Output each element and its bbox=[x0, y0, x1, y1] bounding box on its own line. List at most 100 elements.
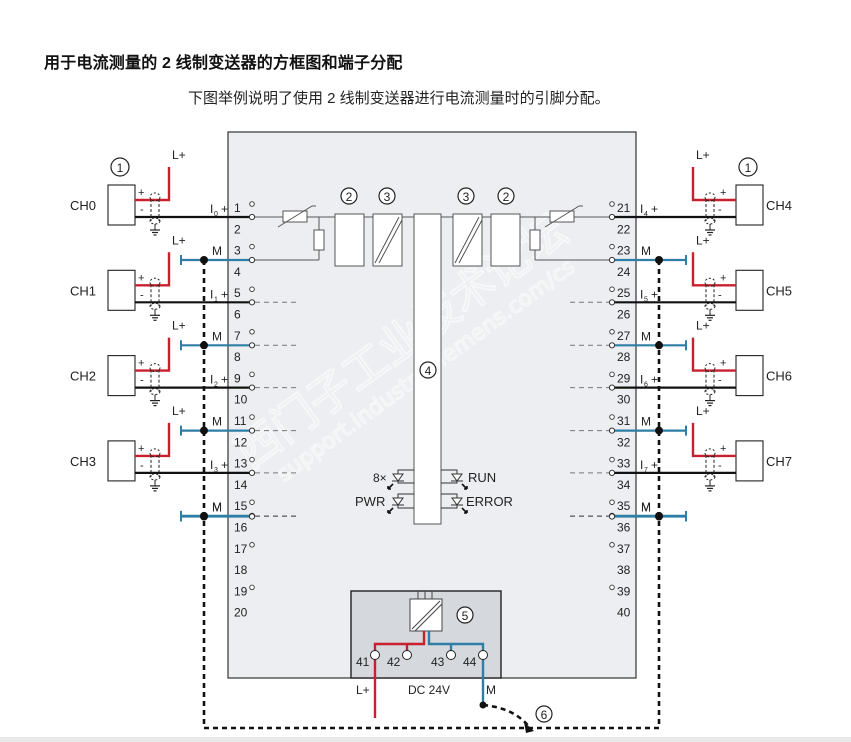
terminal-label-36: 36 bbox=[617, 521, 631, 535]
signal-label: I bbox=[210, 373, 213, 387]
m-junction-psu bbox=[479, 701, 487, 709]
psu-terminals bbox=[370, 650, 488, 660]
psu-wiring bbox=[373, 631, 485, 718]
ground-icon bbox=[705, 394, 715, 407]
signal-plus: + bbox=[651, 202, 658, 216]
terminal-point-5 bbox=[249, 286, 255, 292]
lplus-label: L+ bbox=[696, 319, 710, 333]
terminal-point-19 bbox=[249, 584, 255, 591]
terminal-label-1: 1 bbox=[234, 201, 241, 215]
callout-3-right: 3 bbox=[457, 187, 475, 205]
lplus-label: L+ bbox=[172, 404, 186, 418]
terminal-label-28: 28 bbox=[617, 350, 631, 364]
plus-label: + bbox=[138, 443, 144, 455]
lplus-label: L+ bbox=[172, 233, 186, 247]
m-label: M bbox=[212, 500, 222, 514]
right-shunt-resistor bbox=[529, 229, 541, 251]
led-channel-label: 8× bbox=[373, 471, 387, 485]
ground-icon bbox=[150, 309, 160, 321]
terminal-point-35 bbox=[609, 499, 615, 505]
terminal-label-30: 30 bbox=[617, 393, 631, 407]
equipotential-arrow bbox=[524, 722, 534, 733]
terminal-label-37: 37 bbox=[617, 542, 631, 556]
ground-icon bbox=[705, 309, 715, 321]
terminal-label-26: 26 bbox=[617, 308, 631, 322]
channel-name: CH5 bbox=[766, 283, 792, 298]
lplus-wire bbox=[135, 167, 171, 202]
terminal-point-17 bbox=[249, 542, 255, 548]
lplus-wire bbox=[135, 337, 171, 372]
minus-label: - bbox=[718, 204, 722, 216]
left-input-chain bbox=[252, 205, 414, 267]
terminal-point-11 bbox=[249, 414, 255, 420]
terminal-label-34: 34 bbox=[617, 478, 631, 492]
led-pwr-label: PWR bbox=[355, 494, 385, 509]
lplus-label: L+ bbox=[172, 319, 186, 333]
page-title: 用于电流测量的 2 线制变送器的方框图和端子分配 bbox=[44, 55, 403, 72]
terminal-label-23: 23 bbox=[617, 244, 631, 258]
signal-plus: + bbox=[221, 287, 228, 301]
psu-terminal-44: 44 bbox=[463, 655, 477, 669]
minus-label: - bbox=[718, 289, 722, 301]
terminal-label-14: 14 bbox=[234, 478, 248, 492]
signal-subscript: 3 bbox=[214, 467, 218, 474]
callout-5: 5 bbox=[456, 606, 474, 624]
callout-6: 6 bbox=[535, 705, 553, 723]
callout-1-right: 1 bbox=[738, 157, 758, 177]
terminal-label-29: 29 bbox=[617, 371, 631, 385]
minus-label: - bbox=[140, 375, 144, 387]
terminal-label-31: 31 bbox=[617, 414, 631, 428]
equipotential-bonding bbox=[202, 260, 661, 730]
lplus-wire bbox=[691, 422, 736, 458]
terminal-label-40: 40 bbox=[617, 606, 631, 620]
svg-text:6: 6 bbox=[541, 708, 548, 722]
terminal-label-16: 16 bbox=[234, 521, 248, 535]
lplus-label: L+ bbox=[696, 148, 710, 162]
right-block-2 bbox=[490, 213, 521, 267]
channel-name: CH1 bbox=[70, 283, 96, 298]
terminal-point-9 bbox=[249, 371, 255, 378]
terminal-label-4: 4 bbox=[234, 265, 241, 279]
psu-terminal-43: 43 bbox=[431, 655, 445, 669]
m-wire-right-last: M bbox=[570, 501, 687, 522]
m-label: M bbox=[641, 329, 651, 343]
terminal-label-13: 13 bbox=[234, 457, 248, 471]
callout-3-left: 3 bbox=[378, 187, 396, 205]
lplus-label: L+ bbox=[696, 233, 710, 247]
terminal-label-3: 3 bbox=[234, 244, 241, 258]
signal-subscript: 7 bbox=[644, 467, 648, 474]
ground-icon bbox=[150, 224, 160, 236]
channel-name: CH3 bbox=[70, 454, 96, 469]
signal-label: I bbox=[640, 202, 643, 216]
signal-plus: + bbox=[221, 202, 228, 216]
plus-label: + bbox=[138, 358, 144, 370]
terminal-point-27 bbox=[609, 329, 615, 335]
terminal-point-39 bbox=[609, 584, 615, 591]
signal-label: I bbox=[640, 373, 643, 387]
m-label: M bbox=[212, 244, 222, 258]
psu-converter bbox=[409, 591, 443, 632]
plus-label: + bbox=[138, 187, 144, 199]
minus-label: - bbox=[718, 375, 722, 387]
terminal-point-31 bbox=[609, 414, 615, 420]
psu-voltage-label: DC 24V bbox=[408, 683, 450, 697]
psu-m-label: M bbox=[486, 683, 496, 697]
terminal-label-32: 32 bbox=[617, 435, 631, 449]
svg-text:2: 2 bbox=[346, 190, 353, 204]
terminal-label-11: 11 bbox=[234, 414, 247, 428]
signal-subscript: 5 bbox=[644, 296, 648, 303]
transmitter-box bbox=[107, 355, 136, 397]
svg-text:3: 3 bbox=[463, 190, 470, 204]
terminal-label-24: 24 bbox=[617, 265, 631, 279]
signal-label: I bbox=[210, 287, 213, 301]
terminal-label-8: 8 bbox=[234, 350, 241, 364]
transmitter-box bbox=[735, 184, 764, 226]
plus-label: + bbox=[720, 187, 726, 199]
minus-label: - bbox=[140, 289, 144, 301]
m-junction bbox=[655, 426, 663, 435]
